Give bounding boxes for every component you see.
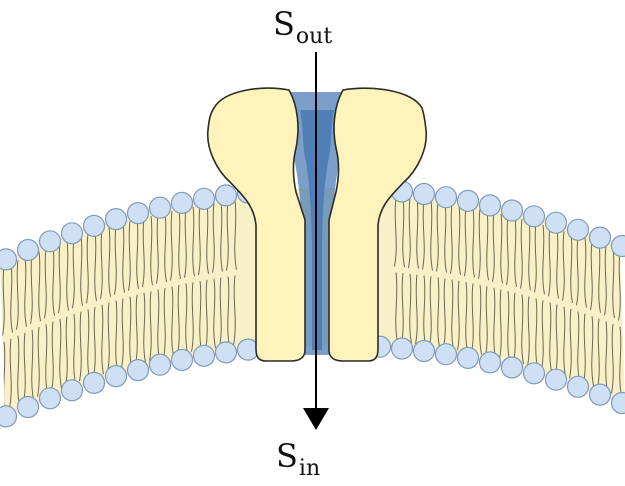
lipid-head [0,249,17,270]
label-s-in-main: S [276,437,298,475]
lipid-head [18,397,39,418]
lipid-head [150,197,171,218]
lipid-head [40,231,61,252]
label-s-in-sub: in [299,456,320,481]
lipid-head [106,209,127,230]
lipid-head [216,185,237,206]
lipid-head [18,240,39,261]
lipid-head [106,366,127,387]
lipid-head [590,227,611,248]
lipid-head [502,357,523,378]
lipid-head [458,190,479,211]
lipid-head [128,360,149,381]
lipid-head [502,200,523,221]
lipid-head [40,388,61,409]
lipid-head [128,203,149,224]
lipid-head [480,352,501,373]
lipid-head [436,344,457,365]
lipid-head [414,341,435,362]
label-s-out-main: S [273,5,295,43]
lipid-head [480,195,501,216]
lipid-head [436,187,457,208]
lipid-head [150,354,171,375]
label-s-out: Sout [273,8,332,40]
lipid-head [84,372,105,393]
lipid-head [172,349,193,370]
label-s-in: Sin [276,440,320,472]
lipid-head [194,188,215,209]
lipid-head [524,363,545,384]
lipid-head [84,215,105,236]
lipid-head [62,380,83,401]
label-s-out-sub: out [296,24,332,49]
lipid-head [172,192,193,213]
lipid-head [546,369,567,390]
lipid-head [0,406,17,427]
lipid-head [524,206,545,227]
lipid-head [392,338,413,359]
lipid-head [216,342,237,363]
lipid-head [568,219,589,240]
lipid-head [590,384,611,405]
lipid-head [414,184,435,205]
lipid-head [62,223,83,244]
transport-arrow-head [303,408,329,430]
lipid-head [194,345,215,366]
lipid-head [458,347,479,368]
lipid-head [568,376,589,397]
lipid-head [546,212,567,233]
